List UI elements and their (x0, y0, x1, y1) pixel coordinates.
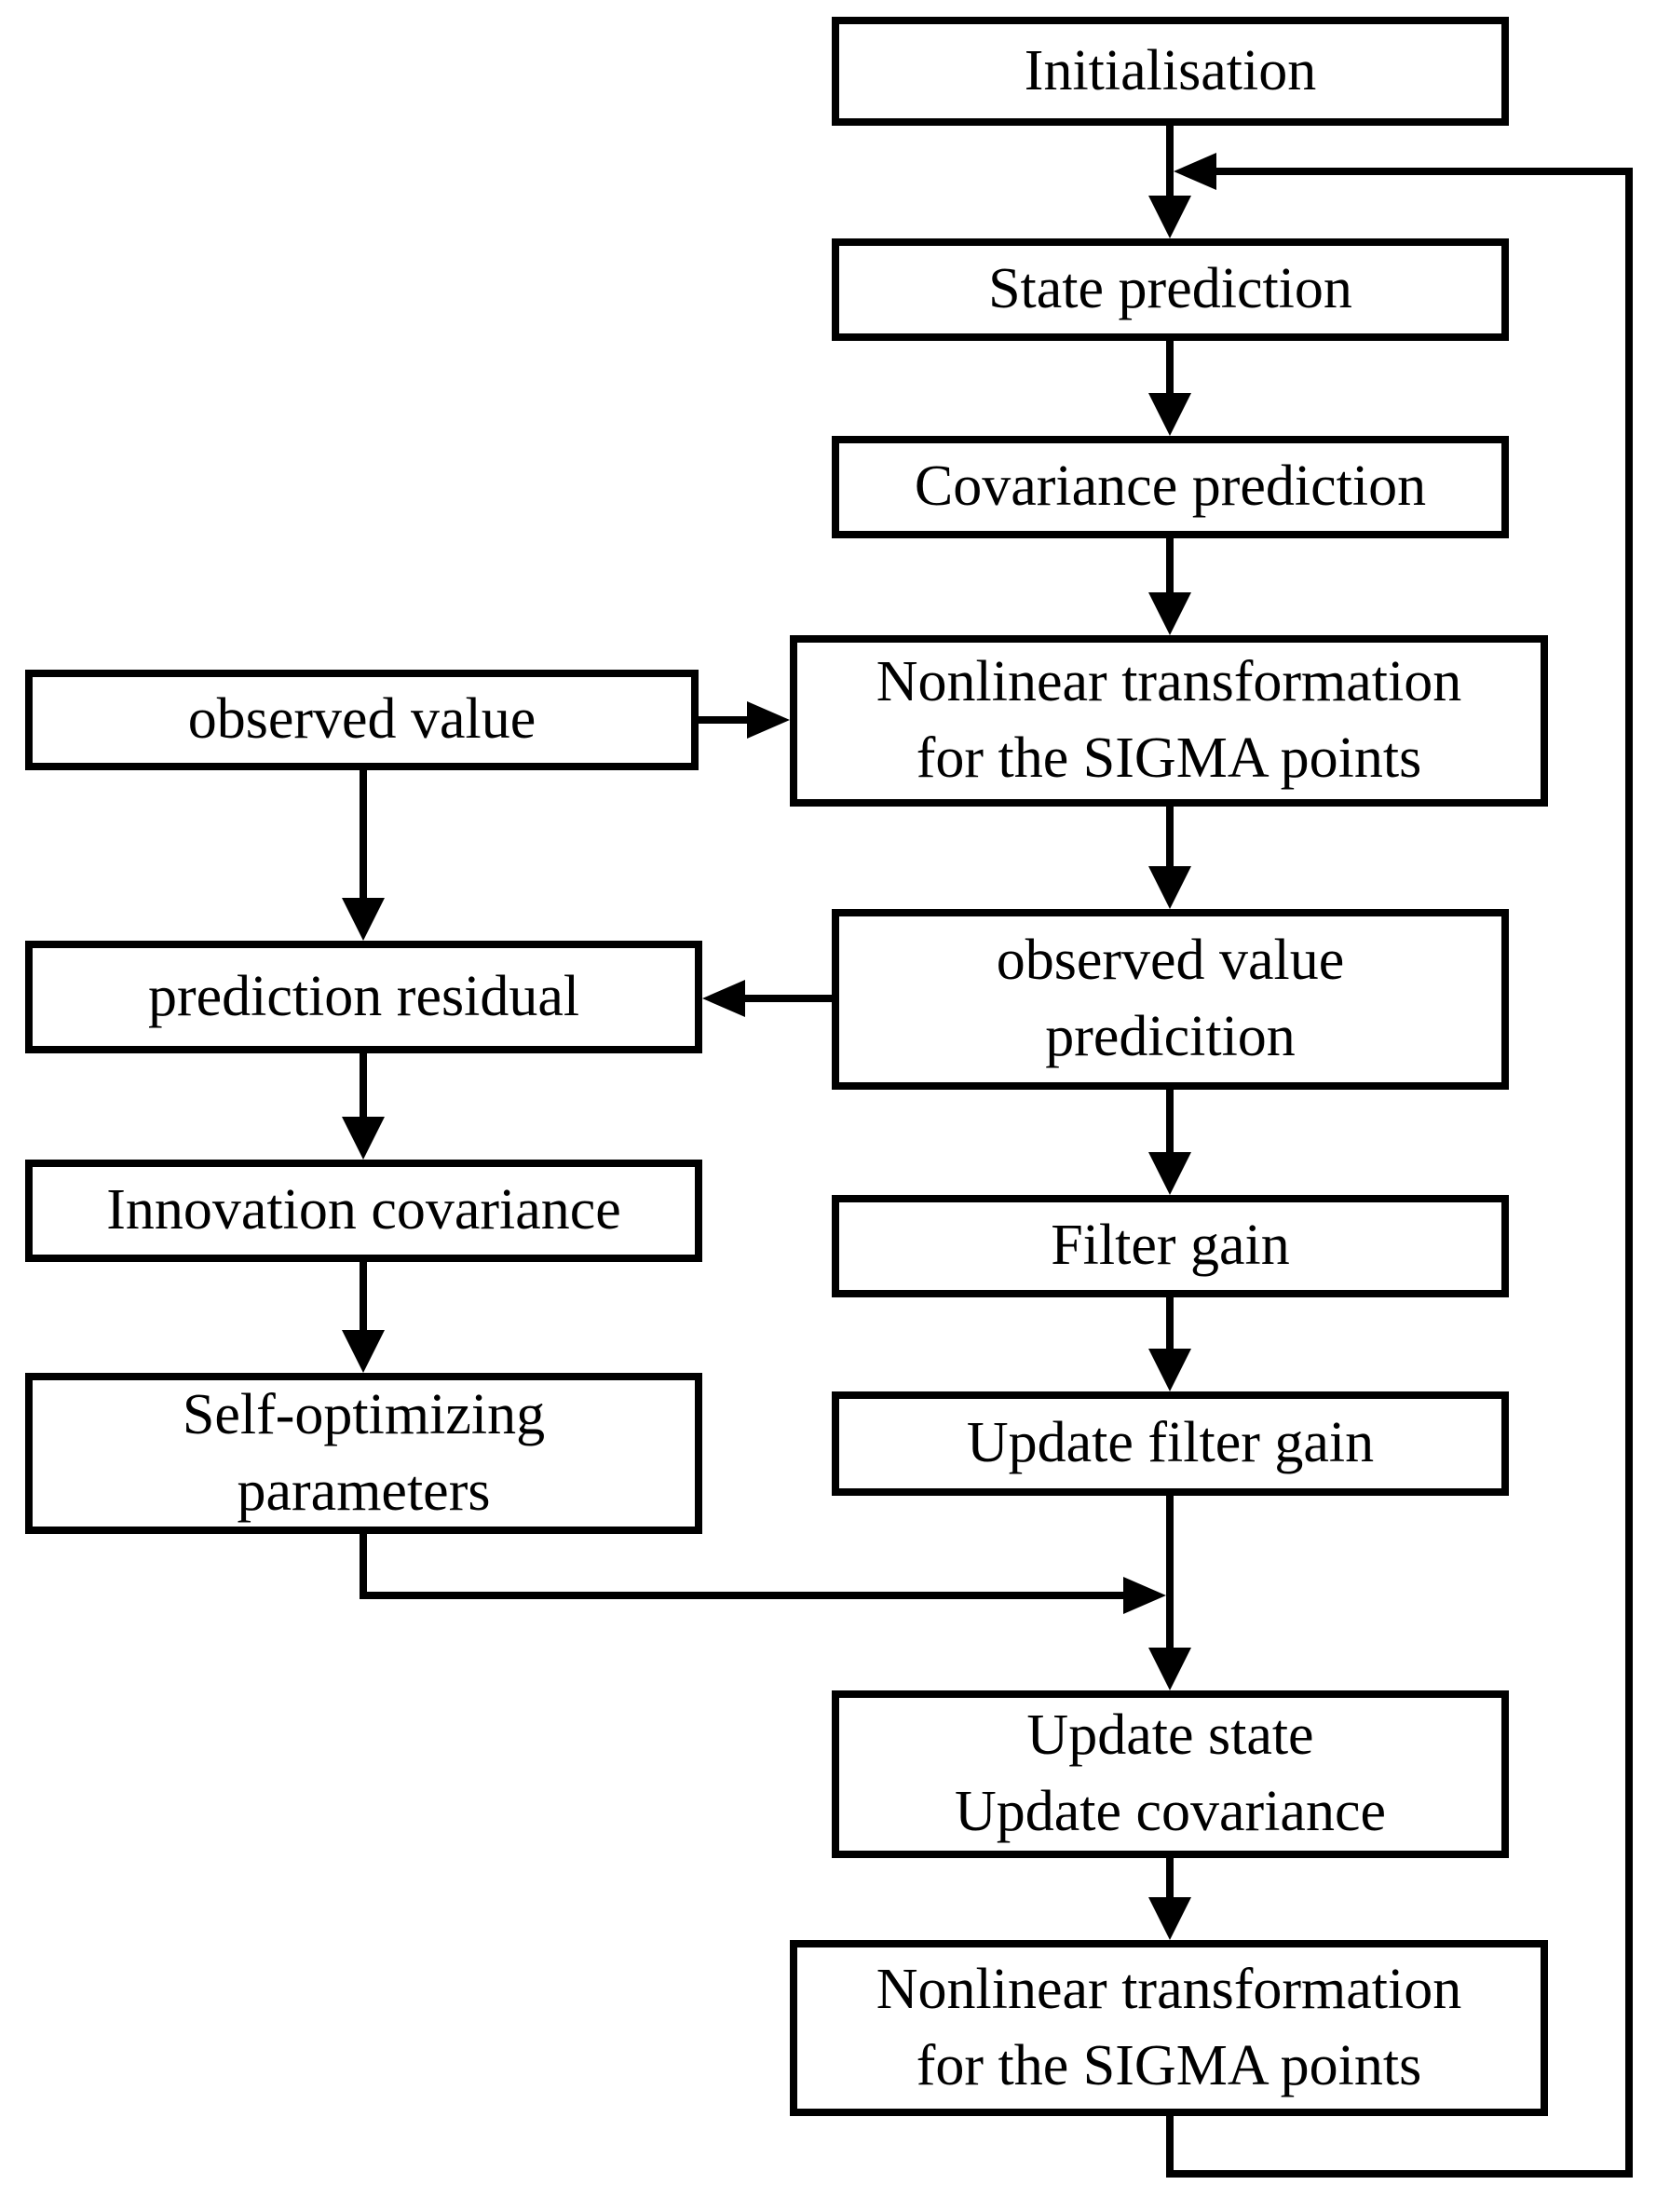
node-prediction-residual: prediction residual (25, 941, 702, 1053)
edge-covariance-to-nonlinear-1 (1166, 538, 1174, 596)
node-label-line: observed value (187, 687, 536, 752)
arrowhead-into-nonlinear-1-icon (1148, 592, 1191, 635)
node-label-line: observed value (996, 929, 1345, 993)
arrowhead-feedback-into-main-line-icon (1174, 153, 1216, 190)
edge-observed-predicition-to-residual (741, 995, 832, 1002)
node-label-line: Filter gain (1051, 1214, 1290, 1278)
node-filter-gain: Filter gain (832, 1195, 1509, 1297)
edge-update-state-to-nonlinear-2 (1166, 1858, 1174, 1901)
arrowhead-into-self-optimizing-icon (342, 1330, 385, 1373)
edge-initialisation-to-state-prediction (1166, 126, 1174, 201)
edge-prediction-residual-to-innovation (360, 1053, 367, 1120)
edge-nonlinear-1-to-observed-predicition (1166, 807, 1174, 870)
node-label-line: State prediction (988, 257, 1352, 321)
arrowhead-into-covariance-prediction-icon (1148, 393, 1191, 436)
arrowhead-into-update-state-icon (1148, 1648, 1191, 1690)
node-label-line: Initialisation (1024, 38, 1317, 102)
edge-innovation-to-self-optimizing (360, 1262, 367, 1334)
edge-observed-predicition-to-filter-gain (1166, 1090, 1174, 1156)
node-label-line: predicition (1045, 1005, 1296, 1068)
node-label-line: Covariance prediction (914, 455, 1427, 519)
node-covariance-prediction: Covariance prediction (832, 436, 1509, 538)
arrowhead-join-into-update-state-line-icon (1123, 1577, 1166, 1614)
arrowhead-into-innovation-covariance-icon (342, 1117, 385, 1160)
node-label-line: Innovation covariance (106, 1178, 621, 1242)
edge-feedback-top-horizontal (1213, 168, 1633, 175)
arrowhead-into-nonlinear-1-left-edge-icon (747, 701, 790, 739)
node-label-line: for the SIGMA points (916, 726, 1422, 790)
edge-self-optimizing-stub-down (360, 1534, 367, 1599)
arrowhead-into-observed-predicition-icon (1148, 866, 1191, 909)
node-label-line: for the SIGMA points (916, 2033, 1422, 2097)
node-nonlinear-transformation-2: Nonlinear transformation for the SIGMA po… (790, 1940, 1548, 2116)
edge-feedback-right-vertical (1625, 168, 1633, 2178)
arrowhead-into-nonlinear-2-icon (1148, 1897, 1191, 1940)
node-label-line: Update state (1026, 1703, 1314, 1768)
node-initialisation: Initialisation (832, 17, 1509, 126)
node-label-line: Nonlinear transformation (876, 650, 1462, 714)
edge-observed-value-to-prediction-residual (360, 770, 367, 902)
arrowhead-into-prediction-residual-side-icon (702, 980, 745, 1017)
arrowhead-into-state-prediction-icon (1148, 196, 1191, 238)
node-label-line: Update filter gain (966, 1411, 1375, 1475)
node-state-prediction: State prediction (832, 238, 1509, 341)
arrowhead-into-update-filter-gain-icon (1148, 1349, 1191, 1391)
edge-update-filter-gain-to-update-state (1166, 1496, 1174, 1651)
edge-feedback-bottom-horizontal (1166, 2170, 1633, 2178)
edge-filter-gain-to-update-filter-gain (1166, 1297, 1174, 1352)
edge-nonlinear-2-stub-down (1166, 2116, 1174, 2178)
node-label-line: parameters (237, 1459, 491, 1523)
node-label-line: prediction residual (147, 964, 580, 1028)
node-observed-value: observed value (25, 670, 699, 770)
edge-self-optimizing-join-horizontal (360, 1592, 1127, 1599)
node-label-line: Update covariance (954, 1780, 1386, 1843)
edge-observed-value-to-nonlinear-1 (699, 716, 751, 724)
node-self-optimizing-parameters: Self-optimizing parameters (25, 1373, 702, 1534)
arrowhead-into-filter-gain-icon (1148, 1152, 1191, 1195)
node-innovation-covariance: Innovation covariance (25, 1160, 702, 1262)
node-update-filter-gain: Update filter gain (832, 1391, 1509, 1496)
node-label-line: Self-optimizing (182, 1382, 546, 1446)
arrowhead-into-prediction-residual-top-icon (342, 898, 385, 941)
edge-state-prediction-to-covariance (1166, 341, 1174, 397)
node-observed-value-predicition: observed value predicition (832, 909, 1509, 1090)
node-label-line: Nonlinear transformation (876, 1957, 1462, 2021)
node-nonlinear-transformation-1: Nonlinear transformation for the SIGMA po… (790, 635, 1548, 807)
